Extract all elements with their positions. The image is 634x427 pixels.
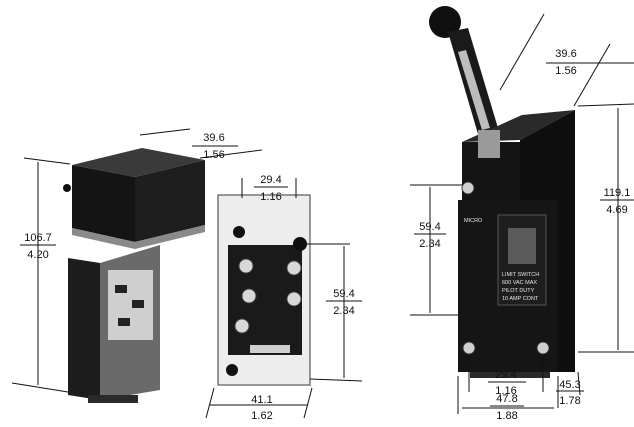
open-view-width-in: 1.62 <box>251 410 272 422</box>
lever-view-width-overall-in: 1.88 <box>496 410 517 422</box>
side-view-height-mm: 106.7 <box>24 232 52 244</box>
side-view-base <box>88 395 138 403</box>
switch-side-view: 39.6 1.56 106.7 4.20 <box>11 128 263 403</box>
switch-lever-view: MICRO LIMIT SWITCH 600 VAC MAX PILOT DUT… <box>410 6 634 422</box>
open-view-mount-hole <box>226 364 238 376</box>
nameplate-line: 600 VAC MAX <box>502 280 537 286</box>
side-view-terminal <box>118 318 130 326</box>
nameplate-line: PILOT DUTY <box>502 288 535 294</box>
side-view-terminal-cavity <box>108 270 153 340</box>
lever-view-hole-spacing-mm: 29.4 <box>495 369 516 381</box>
lever-view-hole-height-in: 2.34 <box>419 238 440 250</box>
nameplate-line: LIMIT SWITCH <box>502 272 539 278</box>
open-view-height-mm: 59.4 <box>333 288 354 300</box>
side-view-head-front <box>72 165 135 242</box>
lever-view-hole-height-mm: 59.4 <box>419 221 440 233</box>
lever-roller <box>429 6 461 38</box>
lever-view-nameplate <box>497 214 547 306</box>
lever-arm-highlight <box>458 50 490 130</box>
side-view-terminal <box>115 285 127 293</box>
side-view-width-mm: 39.6 <box>203 132 224 144</box>
side-view-head-top <box>72 148 205 177</box>
side-view-plate <box>72 225 205 249</box>
side-view-terminal <box>132 300 144 308</box>
open-view-hole-spacing-in: 1.16 <box>260 191 281 203</box>
lever-view-width-overall-mm: 47.8 <box>496 393 517 405</box>
side-view-width-in: 1.56 <box>203 149 224 161</box>
lever-view-depth-mm: 45.3 <box>559 379 580 391</box>
lever-hub <box>478 130 500 158</box>
switch-open-view: 29.4 1.16 59.4 2.34 41.1 1.62 <box>205 174 363 422</box>
lever-view-height-mm: 119.1 <box>604 187 631 199</box>
side-view-head-side <box>135 160 205 242</box>
side-view-screw <box>63 184 71 192</box>
lever-view-depth-in: 1.78 <box>559 395 580 407</box>
open-view-mount-hole <box>233 226 245 238</box>
side-view-height-in: 4.20 <box>27 249 48 261</box>
lever-view-hole-spacing-in: 1.16 <box>495 385 516 397</box>
open-view-hole-spacing-mm: 29.4 <box>260 174 281 186</box>
lever-view-height-in: 4.69 <box>606 204 627 216</box>
open-view-height-in: 2.34 <box>333 305 354 317</box>
open-view-width-mm: 41.1 <box>251 394 272 406</box>
side-view-body-front <box>68 258 100 400</box>
nameplate-brand: MICRO <box>464 218 483 224</box>
lever-view-width-mm: 39.6 <box>555 48 576 60</box>
open-view-mount-hole <box>293 237 307 251</box>
lever-view-base <box>470 372 550 378</box>
nameplate-line: 10 AMP CONT <box>502 296 539 302</box>
lever-view-width-in: 1.56 <box>555 65 576 77</box>
